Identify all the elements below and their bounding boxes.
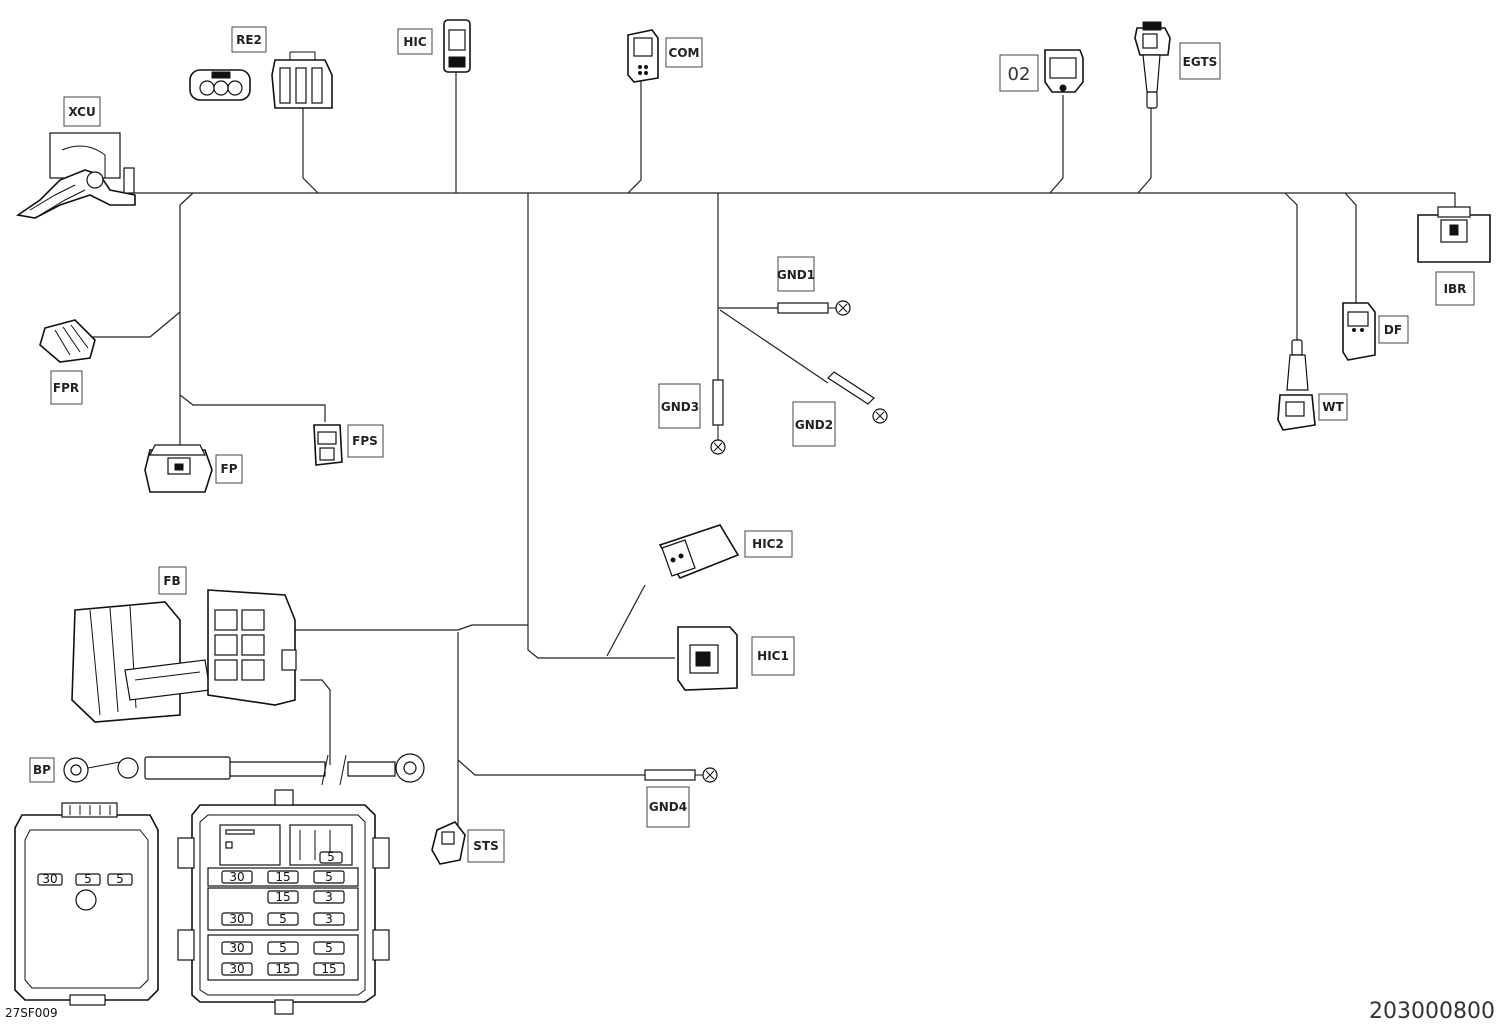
label-ibr: IBR	[1444, 282, 1467, 296]
fuse-label: 3	[325, 890, 333, 904]
wt-sensor	[1277, 339, 1316, 431]
label-xcu: XCU	[68, 105, 95, 119]
sts-connector	[431, 821, 466, 865]
label-o2: 02	[1008, 64, 1031, 85]
figure-reference: 27SF009	[5, 1006, 58, 1020]
re2-connectors	[189, 51, 333, 109]
cover-fuse-label: 5	[84, 872, 92, 886]
fuse-label: 30	[229, 912, 244, 926]
fuse-label: 15	[275, 890, 290, 904]
bp-battery-cable	[63, 753, 425, 786]
label-fps: FPS	[352, 434, 378, 448]
label-gnd2: GND2	[795, 418, 833, 432]
harness-wires	[92, 72, 1456, 825]
fuse-label: 5	[279, 912, 287, 926]
fuse-label: 15	[275, 962, 290, 976]
fuse-label: 5	[327, 850, 335, 864]
label-gnd3: GND3	[661, 400, 699, 414]
label-df: DF	[1384, 323, 1402, 337]
hic1-connector	[677, 626, 738, 691]
fb-fuse-box	[71, 589, 297, 723]
label-re2: RE2	[236, 33, 262, 47]
fuse-label: 5	[279, 941, 287, 955]
fuse-label: 15	[321, 962, 336, 976]
gnd1-terminal	[777, 300, 851, 316]
ibr-connector	[1417, 206, 1491, 263]
part-number: 203000800	[1369, 999, 1495, 1024]
fp-connector	[144, 444, 213, 493]
fuse-box-cover: 30 5 5	[14, 802, 159, 1006]
label-gnd1: GND1	[777, 268, 815, 282]
egts-sensor	[1134, 21, 1171, 109]
fuse-label: 30	[229, 870, 244, 884]
label-hic1: HIC1	[757, 649, 789, 663]
fps-connector	[313, 424, 343, 466]
label-fpr: FPR	[53, 381, 79, 395]
fuse-label: 5	[325, 941, 333, 955]
component-labels: RE2 HIC COM 02 EGTS XCU IBR GND1 DF FPR …	[29, 26, 1475, 863]
label-fp: FP	[221, 462, 238, 476]
cover-fuse-label: 5	[116, 872, 124, 886]
cover-fuse-label: 30	[42, 872, 57, 886]
label-gnd4: GND4	[649, 800, 687, 814]
label-bp: BP	[33, 763, 51, 777]
gnd3-terminal	[710, 379, 726, 455]
label-hic: HIC	[403, 35, 427, 49]
hic2-connector	[658, 524, 740, 579]
com-connector	[627, 29, 659, 83]
label-com: COM	[669, 46, 700, 60]
fuse-label: 30	[229, 962, 244, 976]
label-sts: STS	[473, 839, 498, 853]
o2-sensor-connector	[1044, 49, 1084, 93]
gnd2-terminal	[827, 371, 888, 424]
hic-connector	[443, 19, 471, 73]
label-fb: FB	[163, 574, 180, 588]
label-hic2: HIC2	[752, 537, 784, 551]
xcu-connector	[15, 132, 136, 219]
df-connector	[1342, 302, 1376, 361]
label-egts: EGTS	[1183, 55, 1218, 69]
fuse-box-layout: 5 30 15 5 15 3 30 5 3 30 5 5 30 15 15	[177, 789, 390, 1015]
fpr-connector	[39, 319, 96, 363]
fuse-label: 30	[229, 941, 244, 955]
fuse-label: 15	[275, 870, 290, 884]
gnd4-terminal	[644, 767, 718, 783]
fuse-label: 3	[325, 912, 333, 926]
label-wt: WT	[1322, 400, 1344, 414]
fuse-label: 5	[325, 870, 333, 884]
